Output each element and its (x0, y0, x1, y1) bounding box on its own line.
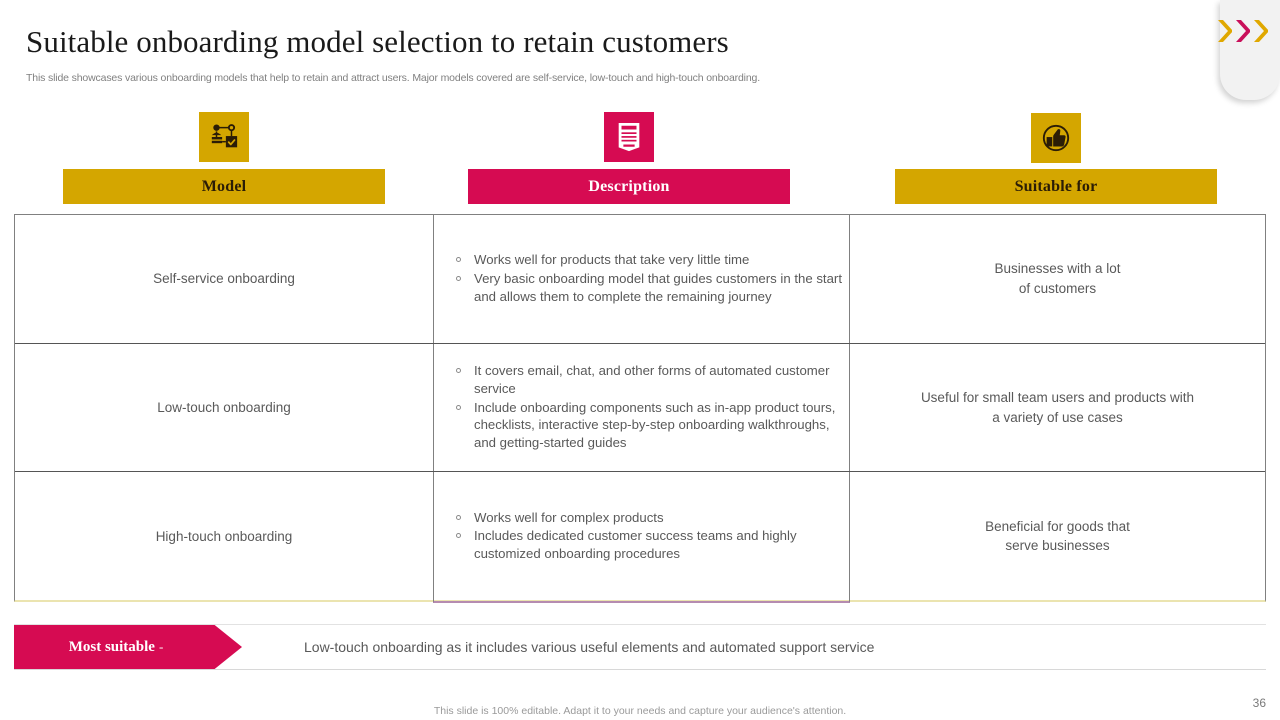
table-row: Low-touch onboarding It covers email, ch… (15, 343, 1265, 473)
table-row: Self-service onboarding Works well for p… (15, 215, 1265, 344)
page-subtitle: This slide showcases various onboarding … (26, 72, 761, 84)
corner-decoration-panel (1220, 0, 1280, 100)
document-icon (618, 122, 640, 152)
page-title: Suitable onboarding model selection to r… (26, 24, 729, 59)
cell-model: High-touch onboarding (155, 528, 293, 544)
list-item: Include onboarding components such as in… (446, 399, 849, 453)
most-suitable-tag: Most suitable - (14, 625, 242, 669)
cell-description: Works well for products that take very l… (433, 215, 850, 343)
description-bullet-list: It covers email, chat, and other forms o… (446, 362, 849, 454)
column-icon-suitable-for (1031, 113, 1081, 163)
list-item: Includes dedicated customer success team… (446, 527, 849, 563)
thumbs-up-icon (1042, 124, 1070, 152)
flowchart-icon (211, 124, 238, 148)
column-header-description: Description (468, 169, 790, 204)
page-number: 36 (1252, 696, 1266, 710)
column-header-description-label: Description (588, 177, 670, 195)
list-item: Very basic onboarding model that guides … (446, 270, 849, 306)
description-bullet-list: Works well for products that take very l… (446, 251, 849, 307)
list-item: Works well for products that take very l… (446, 251, 849, 269)
most-suitable-tag-label: Most suitable (68, 638, 155, 655)
table-row: High-touch onboarding Works well for com… (15, 472, 1265, 603)
chevron-right-icon-2 (1236, 20, 1250, 42)
list-item: It covers email, chat, and other forms o… (446, 362, 849, 398)
onboarding-models-table: Self-service onboarding Works well for p… (14, 214, 1266, 603)
cell-suitable-for: Useful for small team users and products… (920, 389, 1195, 425)
cell-description: Works well for complex products Includes… (433, 472, 850, 603)
column-icon-model (199, 112, 249, 162)
most-suitable-tag-dash: - (158, 639, 164, 654)
footer-note: This slide is 100% editable. Adapt it to… (433, 705, 847, 717)
most-suitable-text: Low-touch onboarding as it includes vari… (304, 639, 875, 655)
chevron-decoration-group (1216, 18, 1268, 44)
column-header-suitable-for: Suitable for (895, 169, 1217, 204)
chevron-right-icon-1 (1218, 20, 1232, 42)
chevron-right-icon-3 (1254, 20, 1268, 42)
column-header-suitable-for-label: Suitable for (1014, 177, 1098, 195)
cell-model: Self-service onboarding (153, 271, 295, 287)
most-suitable-banner: Most suitable - Low-touch onboarding as … (14, 624, 1266, 670)
list-item: Works well for complex products (446, 509, 849, 527)
cell-description: It covers email, chat, and other forms o… (433, 343, 850, 472)
description-bullet-list: Works well for complex products Includes… (446, 509, 849, 565)
cell-model: Low-touch onboarding (157, 400, 291, 415)
column-header-model: Model (63, 169, 385, 204)
column-header-model-label: Model (201, 177, 247, 195)
column-icon-description (604, 112, 654, 162)
